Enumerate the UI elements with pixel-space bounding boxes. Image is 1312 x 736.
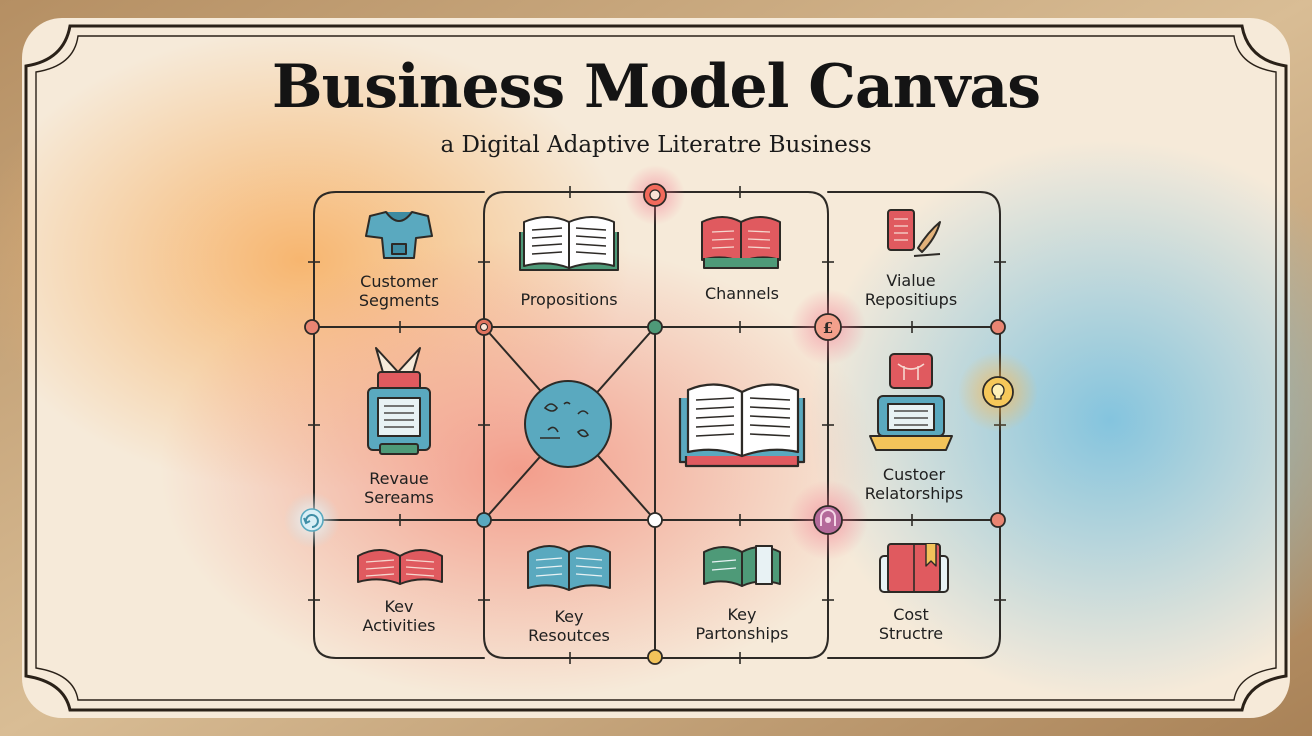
frame-inner [35, 35, 1277, 701]
block-label-propositions: Propositions [520, 290, 618, 309]
block-label-key-activities: Kev Activities [362, 597, 436, 635]
large-open-book-icon [678, 383, 806, 468]
laptop-icon [869, 353, 953, 451]
svg-text:£: £ [823, 319, 833, 337]
red-book-icon [701, 216, 781, 269]
connector-nodes [304, 183, 1006, 665]
scroll-quill-icon [887, 209, 941, 257]
pound-node-icon: £ [814, 313, 842, 341]
red-notebook-icon [879, 543, 949, 593]
node-center-2 [647, 512, 663, 528]
book-stack-icon [367, 347, 431, 455]
node-left-1 [304, 319, 320, 335]
block-label-key-resources: Key Resoutces [528, 607, 610, 645]
node-bottom [647, 649, 663, 665]
page-subtitle: a Digital Adaptive Literatre Business [440, 132, 872, 158]
page-title: Business Model Canvas [271, 52, 1041, 122]
node-left-3 [476, 512, 492, 528]
refresh-node-icon [300, 508, 324, 532]
block-label-channels: Channels [704, 284, 780, 303]
shirt-icon [365, 211, 433, 259]
block-label-revenue-streams: Revaue Sereams [364, 469, 434, 507]
block-label-key-partnerships: Key Partonships [695, 605, 789, 643]
block-label-cost-structure: Cost Structre [878, 605, 944, 643]
node-right-1 [990, 319, 1006, 335]
node-center-1 [647, 319, 663, 335]
wash-pink [160, 240, 880, 700]
open-book-icon [519, 216, 619, 271]
block-label-value-propositions: Vialue Repositiups [864, 271, 958, 309]
target-node-icon [813, 505, 843, 535]
node-right-2 [990, 512, 1006, 528]
block-label-customer-relationships: Custoer Relatorships [864, 465, 964, 503]
teal-open-book-icon [527, 545, 611, 591]
globe-icon [524, 380, 612, 468]
block-label-customer-segments: Customer Segments [358, 272, 440, 310]
frame-outer [24, 24, 1288, 712]
lightbulb-node-icon [982, 376, 1014, 408]
green-book-icon [703, 545, 781, 587]
red-open-book-icon [357, 549, 443, 585]
center-block-outline [483, 191, 829, 659]
